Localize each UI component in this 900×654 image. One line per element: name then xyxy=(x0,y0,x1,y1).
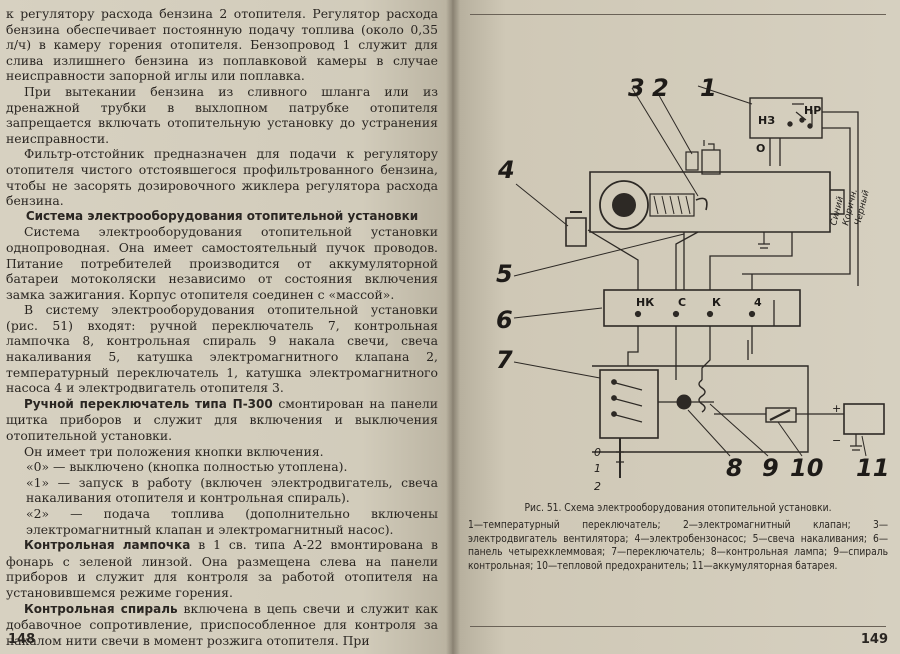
manual-switch xyxy=(599,369,659,439)
control-spiral xyxy=(698,379,706,413)
fan-motor xyxy=(599,180,649,230)
section-heading: Система электрооборудования отопительной… xyxy=(25,208,419,223)
callout-4: 4 xyxy=(497,156,515,184)
position-item: «0» — выключено (кнопка полностью утопле… xyxy=(26,459,348,475)
callout-1: 1 xyxy=(700,74,717,102)
figure-caption: Рис. 51. Схема электрооборудования отопи… xyxy=(468,502,888,573)
paragraph: Фильтр-отстойник предназначен для подачи… xyxy=(6,146,438,209)
paragraph: В систему электрооборудования отопительн… xyxy=(6,302,438,396)
callout-8: 8 xyxy=(726,454,743,482)
callout-7: 7 xyxy=(496,346,513,374)
spiral-heading: Контрольная спираль xyxy=(24,601,178,616)
positions-intro: Он имеет три положения кнопки включения. xyxy=(24,443,324,459)
paragraph: Система электрооборудования отопительной… xyxy=(6,224,438,302)
left-page-text: к регулятору расхода бензина 2 отопителя… xyxy=(6,6,438,648)
switch-heading: Ручной переключатель типа П-300 xyxy=(24,396,273,411)
left-page xyxy=(0,0,452,654)
terminal-panel xyxy=(603,289,801,327)
paragraph: Контрольная лампочка в 1 св. типа А-22 в… xyxy=(6,537,438,600)
paragraph: Контрольная спираль включена в цепь свеч… xyxy=(6,601,438,649)
terminal-label-nr: НР xyxy=(804,104,821,117)
battery-minus: − xyxy=(832,434,841,447)
switch-label-2: 2 xyxy=(594,480,601,493)
thermal-fuse xyxy=(765,407,797,423)
callout-11: 11 xyxy=(856,454,889,482)
lamp-text: в 1 св. типа А-22 вмонтирована в фонарь … xyxy=(6,537,438,600)
temperature-switch xyxy=(749,97,823,139)
callout-10: 10 xyxy=(790,454,823,482)
wiring-diagram: 1 2 3 4 5 6 7 8 9 10 11 НЗ НР О НК С К 4… xyxy=(496,74,889,493)
paragraph: Ручной переключатель типа П-300 смонтиро… xyxy=(6,396,438,444)
callout-9: 9 xyxy=(762,454,779,482)
caption-legend: 1—температурный переключатель; 2—электро… xyxy=(468,520,888,572)
paragraph: к регулятору расхода бензина 2 отопителя… xyxy=(6,6,438,84)
figure-bottom-rule xyxy=(470,626,886,627)
callout-5: 5 xyxy=(496,260,513,288)
battery-plus: + xyxy=(832,402,841,415)
control-lamp xyxy=(676,394,692,410)
page-number-left: 148 xyxy=(8,632,36,647)
lamp-heading: Контрольная лампочка xyxy=(24,538,191,553)
position-item: «1» — запуск в работу (включен электродв… xyxy=(26,474,438,506)
callout-2: 2 xyxy=(652,74,669,102)
terminal-label-s: С xyxy=(678,296,686,309)
caption-title: Рис. 51. Схема электрооборудования отопи… xyxy=(524,503,832,514)
switch-text: смонтирован на панели щитка приборов и с… xyxy=(6,395,438,444)
terminal-label-4: 4 xyxy=(754,296,762,309)
book-gutter xyxy=(446,0,460,654)
figure-top-rule xyxy=(470,14,886,15)
position-item: «2» — подача топлива (дополнительно вклю… xyxy=(26,506,438,537)
terminal-label-nk: НК xyxy=(636,296,654,309)
battery xyxy=(843,403,885,435)
solenoid-valve xyxy=(701,149,721,175)
callout-6: 6 xyxy=(496,306,513,334)
terminal-label-nz: НЗ xyxy=(758,114,775,127)
switch-label-1: 1 xyxy=(594,462,601,475)
callout-3: 3 xyxy=(628,74,645,102)
paragraph: При вытекании бензина из сливного шланга… xyxy=(6,83,438,146)
terminal-label-k: К xyxy=(712,296,721,309)
page-number-right: 149 xyxy=(860,632,888,647)
switch-label-0: 0 xyxy=(594,446,601,459)
heater-end xyxy=(830,189,845,215)
glow-plug xyxy=(649,193,695,217)
heater-body xyxy=(589,171,831,233)
fuel-pump xyxy=(565,217,587,247)
spiral-text: включена в цепь свечи и служит как добав… xyxy=(6,600,438,648)
terminal-label-o: О xyxy=(756,142,765,155)
